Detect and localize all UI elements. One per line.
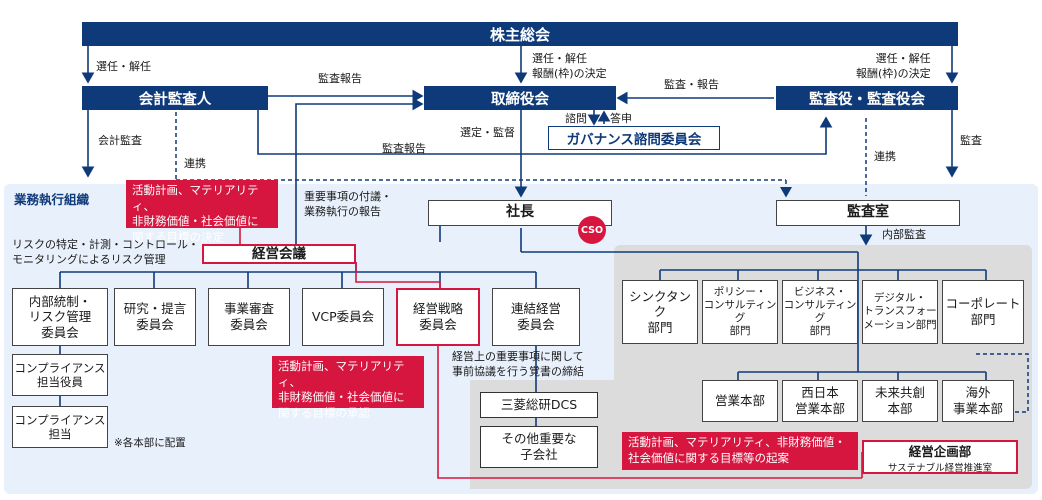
dept-corporate: コーポレート 部門 bbox=[942, 280, 1024, 344]
callout-approval: 活動計画、マテリアリティ、 非財務価値・社会価値に 関する目標の承認 bbox=[272, 356, 424, 420]
label-audit: 監査 bbox=[960, 134, 982, 147]
shareholders-meeting: 株主総会 bbox=[82, 22, 958, 46]
business-review-committee: 事業審査 委員会 bbox=[208, 288, 290, 346]
subsidiary-others: その他重要な 子会社 bbox=[480, 426, 598, 468]
auditors-board: 監査役・監査役会 bbox=[776, 86, 958, 110]
label-response: 答申 bbox=[610, 112, 632, 125]
label-risk-mgmt: リスクの特定・計測・コントロール・ モニタリングによるリスク管理 bbox=[12, 238, 199, 266]
label-coordination-right: 連携 bbox=[874, 150, 896, 163]
label-agenda-report: 重要事項の付議・ 業務執行の報告 bbox=[304, 190, 392, 218]
accounting-auditor: 会計監査人 bbox=[82, 86, 268, 110]
label-placed-note: ※各本部に配置 bbox=[114, 437, 186, 449]
audit-office: 監査室 bbox=[776, 200, 960, 226]
research-committee: 研究・提言 委員会 bbox=[114, 288, 196, 346]
planning-department: 経営企画部 サステナブル経営推進室 bbox=[862, 440, 1018, 474]
compliance-staff: コンプライアンス 担当 bbox=[12, 406, 108, 448]
planning-department-name: 経営企画部 bbox=[908, 443, 972, 459]
management-meeting: 経営会議 bbox=[202, 244, 356, 264]
hq-future: 未来共創 本部 bbox=[862, 380, 938, 422]
vcp-committee: VCP委員会 bbox=[302, 288, 384, 346]
label-accounting-audit: 会計監査 bbox=[98, 134, 142, 147]
internal-control-committee: 内部統制・ リスク管理 委員会 bbox=[12, 288, 108, 346]
hq-overseas: 海外 事業本部 bbox=[942, 380, 1014, 422]
label-appoint-left: 選任・解任 bbox=[96, 60, 151, 73]
dept-business-consulting: ビジネス・ コンサルティング 部門 bbox=[782, 280, 858, 344]
label-audit-report-mid: 監査報告 bbox=[382, 142, 426, 155]
board-of-directors: 取締役会 bbox=[424, 86, 616, 110]
subsidiary-dcs: 三菱総研DCS bbox=[480, 392, 598, 418]
hq-west: 西日本 営業本部 bbox=[782, 380, 858, 422]
hq-business: 営業本部 bbox=[702, 380, 778, 422]
label-select-supervise: 選定・監督 bbox=[460, 126, 515, 139]
label-appoint-right: 選任・解任 報酬(枠)の決定 bbox=[856, 52, 931, 80]
label-coordination-left: 連携 bbox=[184, 157, 206, 170]
dept-policy: ポリシー・ コンサルティング 部門 bbox=[702, 280, 778, 344]
callout-decision: 活動計画、マテリアリティ、 非財務価値・社会価値に 関する目標の決定 bbox=[126, 180, 278, 244]
label-agreement: 経営上の重要事項に関して 事前協議を行う覚書の締結 bbox=[452, 350, 584, 378]
strategy-committee: 経営戦略 委員会 bbox=[396, 288, 480, 346]
dept-think-tank: シンクタンク 部門 bbox=[622, 280, 698, 344]
label-appoint-center: 選任・解任 報酬(枠)の決定 bbox=[532, 52, 607, 80]
compliance-officer: コンプライアンス 担当役員 bbox=[12, 354, 108, 396]
cso-badge: CSO bbox=[578, 216, 606, 244]
consolidated-committee: 連結経営 委員会 bbox=[492, 288, 580, 346]
label-audit-report-top: 監査報告 bbox=[318, 72, 362, 85]
callout-drafting: 活動計画、マテリアリティ、非財務価値・ 社会価値に関する目標等の起案 bbox=[622, 432, 858, 470]
business-execution-title: 業務執行組織 bbox=[14, 192, 90, 207]
label-internal-audit: 内部監査 bbox=[882, 228, 926, 241]
sustainability-office-name: サステナブル経営推進室 bbox=[887, 462, 993, 474]
dept-digital: デジタル・ トランスフォー メーション部門 bbox=[862, 280, 938, 344]
label-audit-report-right: 監査・報告 bbox=[664, 78, 719, 91]
governance-advisory-committee: ガバナンス諮問委員会 bbox=[548, 126, 720, 150]
label-inquiry: 諮問 bbox=[565, 112, 587, 125]
